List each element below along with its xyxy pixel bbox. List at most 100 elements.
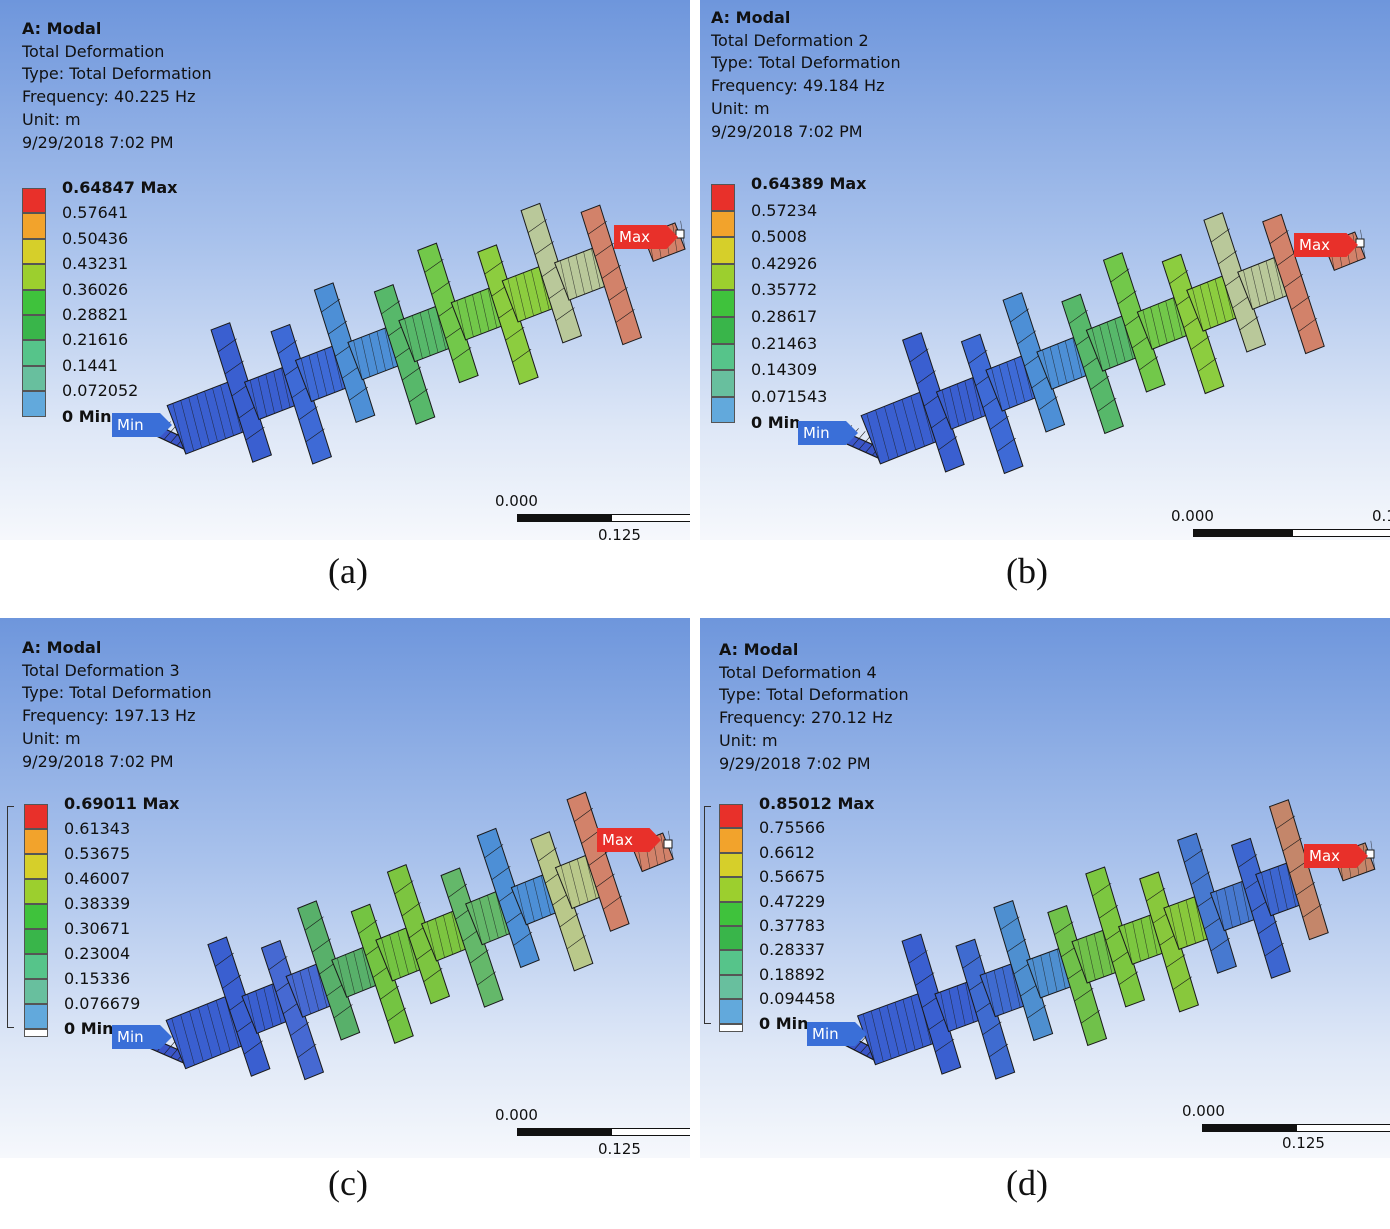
mesh-edge bbox=[1177, 902, 1188, 947]
mesh-edge bbox=[464, 297, 474, 338]
mesh-edge bbox=[1110, 268, 1130, 283]
mesh-edge bbox=[1232, 884, 1242, 925]
mesh-edge bbox=[1276, 815, 1296, 830]
mesh-edge bbox=[1276, 252, 1296, 266]
crank-web bbox=[1177, 832, 1237, 974]
mesh-edge bbox=[1166, 954, 1186, 968]
caption-b: (b) bbox=[1006, 551, 1048, 591]
max-probe-tag[interactable]: Max bbox=[1294, 233, 1358, 257]
timestamp: 9/29/2018 7:02 PM bbox=[719, 753, 871, 773]
mesh-edge bbox=[1077, 939, 1088, 984]
legend-swatch bbox=[719, 901, 743, 926]
mesh-edge bbox=[245, 426, 265, 441]
legend-swatch bbox=[711, 370, 735, 397]
max-probe-tag[interactable]: Max bbox=[1304, 844, 1368, 868]
mesh-edge bbox=[402, 366, 422, 381]
mesh-edge bbox=[1285, 863, 1297, 907]
scale-end: 0.125 bbox=[598, 1140, 641, 1158]
mesh-edge bbox=[527, 219, 547, 233]
mesh-edge bbox=[281, 367, 291, 408]
legend-value: 0.64847 Max bbox=[62, 178, 178, 197]
crankshaft-mesh-model[interactable] bbox=[700, 618, 1390, 1158]
legend-value: 0.85012 Max bbox=[759, 794, 875, 813]
mesh-edge bbox=[477, 971, 496, 986]
mesh-edge bbox=[965, 982, 974, 1023]
mesh-edge bbox=[1007, 938, 1027, 953]
mesh-edge bbox=[1210, 937, 1230, 952]
mesh-edge bbox=[1207, 281, 1219, 326]
legend-value: 0.46007 bbox=[64, 869, 131, 888]
legend-value: 0.094458 bbox=[759, 989, 836, 1009]
mesh-edge bbox=[324, 349, 336, 393]
legend-value: 0.5008 bbox=[751, 227, 807, 247]
mesh-edge bbox=[1192, 287, 1204, 332]
min-probe-tag[interactable]: Min bbox=[807, 1022, 867, 1046]
unit: Unit: m bbox=[22, 728, 81, 748]
mesh-edge bbox=[1284, 274, 1303, 288]
min-probe-tag[interactable]: Min bbox=[112, 1025, 172, 1049]
legend-value: 0.42926 bbox=[751, 253, 818, 273]
mesh-edge bbox=[361, 947, 372, 988]
max-probe-tag[interactable]: Max bbox=[597, 828, 661, 852]
mesh-edge bbox=[1291, 295, 1311, 310]
mesh-edge bbox=[305, 428, 325, 443]
legend-value: 0.47229 bbox=[759, 891, 826, 911]
frequency: Frequency: 270.12 Hz bbox=[719, 708, 893, 728]
max-probe-tag[interactable]: Max bbox=[614, 225, 678, 249]
legend-swatch bbox=[711, 290, 735, 317]
crankshaft-mesh-model[interactable] bbox=[700, 0, 1390, 540]
mesh-edge bbox=[997, 437, 1016, 452]
mesh-edge bbox=[1169, 270, 1189, 284]
mesh-edge bbox=[1265, 260, 1276, 301]
legend-swatch bbox=[719, 999, 743, 1024]
mesh-edge bbox=[484, 260, 504, 275]
mesh-edge bbox=[1002, 967, 1013, 1011]
result-info: A: Modal Total Deformation Type: Total D… bbox=[22, 18, 212, 154]
mesh-edge bbox=[1197, 357, 1217, 372]
mesh-edge bbox=[941, 389, 952, 430]
mesh-edge bbox=[315, 964, 328, 1008]
mesh-edge bbox=[1032, 958, 1041, 998]
legend-swatch bbox=[24, 929, 48, 954]
legend-swatch bbox=[719, 828, 743, 853]
mesh-edge bbox=[512, 348, 532, 363]
result-info: A: Modal Total Deformation 4 Type: Total… bbox=[719, 639, 909, 775]
legend-swatch bbox=[711, 317, 735, 344]
mesh-edge bbox=[376, 331, 386, 371]
mesh-edge bbox=[1068, 310, 1088, 324]
legend-value: 0 Min bbox=[751, 413, 801, 433]
mesh-edge bbox=[938, 436, 958, 451]
legend-value: 0.072052 bbox=[62, 381, 139, 401]
mesh-edge bbox=[1054, 921, 1074, 935]
legend-swatch bbox=[711, 263, 735, 291]
mesh-edge bbox=[1038, 396, 1058, 411]
mesh-edge bbox=[916, 370, 936, 385]
mesh-edge bbox=[1102, 930, 1113, 974]
mesh-edge bbox=[1243, 269, 1253, 310]
mesh-edge bbox=[479, 291, 490, 332]
scale-bar bbox=[1202, 1124, 1390, 1132]
mesh-edge bbox=[972, 377, 982, 418]
mesh-edge bbox=[1057, 343, 1068, 384]
mesh-edge bbox=[603, 895, 622, 910]
crankshaft-mesh-model[interactable] bbox=[0, 618, 690, 1158]
legend-value: 0.28337 bbox=[759, 940, 826, 960]
mesh-edge bbox=[171, 1018, 186, 1069]
legend-swatch bbox=[719, 950, 743, 975]
mesh-edge bbox=[214, 952, 234, 967]
result-viewport-b[interactable]: A: Modal Total Deformation 2 Type: Total… bbox=[700, 0, 1390, 540]
mesh-edge bbox=[1006, 361, 1018, 406]
result-viewport-c[interactable]: A: Modal Total Deformation 3 Type: Total… bbox=[0, 618, 690, 1158]
mesh-group bbox=[135, 791, 674, 1081]
mesh-edge bbox=[491, 866, 511, 880]
legend-value: 0.30671 bbox=[64, 919, 131, 938]
mesh-edge bbox=[1258, 920, 1278, 935]
min-probe-tag[interactable]: Min bbox=[798, 421, 858, 445]
result-viewport-a[interactable]: A: Modal Total Deformation Type: Total D… bbox=[0, 0, 690, 540]
min-probe-tag[interactable]: Min bbox=[112, 413, 172, 437]
legend-bracket bbox=[7, 806, 14, 1028]
mesh-edge bbox=[405, 927, 418, 972]
result-viewport-d[interactable]: A: Modal Total Deformation 4 Type: Total… bbox=[700, 618, 1390, 1158]
mesh-edge bbox=[304, 916, 324, 931]
mesh-edge bbox=[594, 242, 614, 257]
